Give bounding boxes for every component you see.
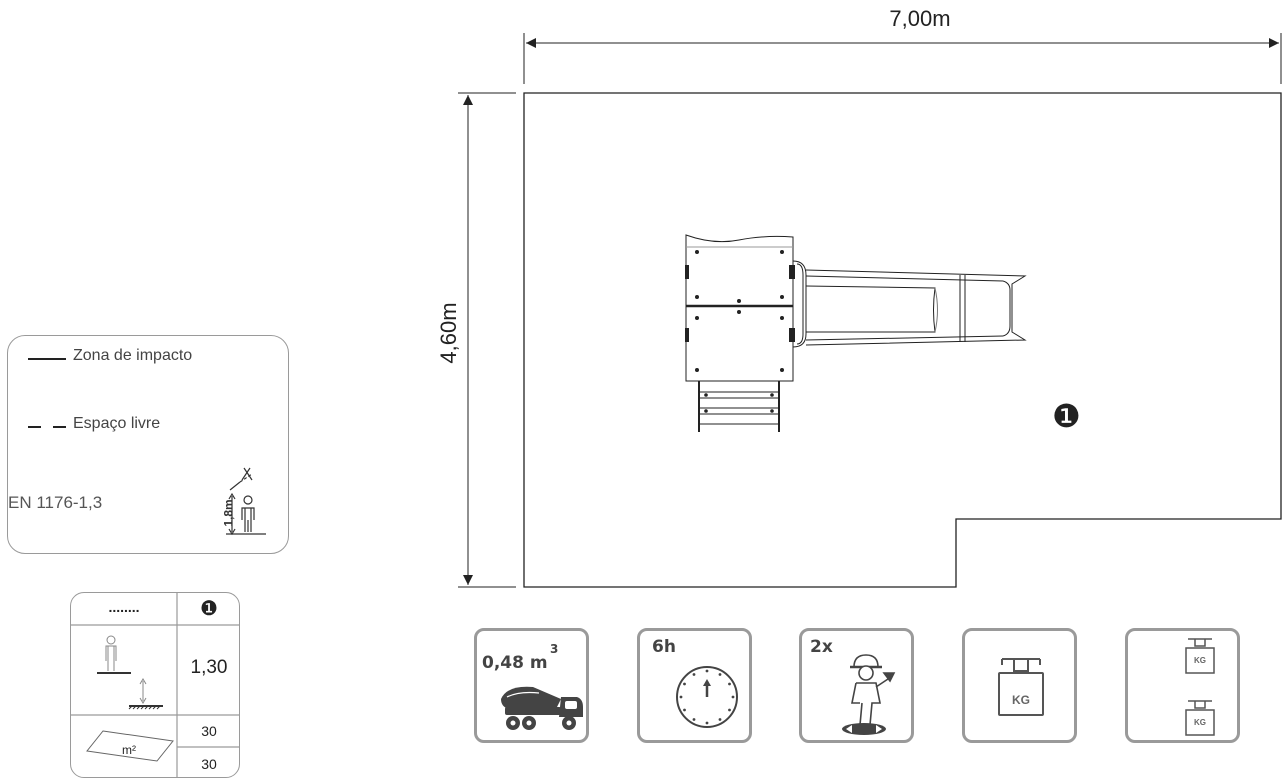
weight-label-top: KG — [1194, 656, 1206, 665]
width-dimension — [523, 33, 1282, 84]
free-space-dash-2 — [53, 426, 66, 428]
layout-drawing — [458, 33, 1282, 588]
impact-surface-table: ........ ❶ 1,30 m² 30 30 — [70, 592, 240, 778]
workers-card: 2x — [799, 628, 914, 743]
workers-value: 2x — [810, 637, 833, 657]
legend-impact-zone-label: Zona de impacto — [73, 347, 193, 364]
impact-zone-line-sample — [28, 358, 66, 360]
weight-label-bottom: KG — [1194, 718, 1206, 727]
width-dimension-label: 7,00m — [889, 6, 951, 31]
installation-time-value: 6h — [652, 637, 676, 657]
table-header-dots: ........ — [108, 599, 140, 615]
height-figure-label: 1,8m — [221, 499, 236, 527]
installation-time-card: 6h — [637, 628, 752, 743]
free-space-dash-1 — [28, 426, 41, 428]
table-header-marker: ❶ — [200, 596, 218, 620]
zone-marker: ❶ — [1052, 397, 1081, 435]
legend-norm-label: EN 1176-1,3 — [8, 493, 103, 512]
concrete-volume-card: 0,48 m 3 — [474, 628, 589, 743]
legend-free-space-label: Espaço livre — [73, 415, 161, 432]
clock-icon — [676, 666, 738, 728]
height-dimension — [458, 92, 516, 588]
area-value-2: 30 — [201, 756, 217, 772]
weight-label: KG — [1012, 693, 1030, 707]
impact-zone-outline — [523, 92, 1282, 588]
concrete-mixer-truck-icon — [501, 686, 583, 730]
playground-equipment — [685, 234, 1027, 432]
two-weights-icon — [1185, 638, 1215, 736]
weight-icon — [998, 658, 1044, 716]
legend-box: Zona de impacto Espaço livre EN 1176-1,3… — [7, 335, 289, 554]
double-weight-card: KG KG — [1125, 628, 1240, 743]
area-unit-label: m² — [122, 743, 136, 757]
height-dimension-label: 4,60m — [436, 302, 461, 364]
fall-height-value: 1,30 — [190, 657, 228, 678]
concrete-volume-value: 0,48 m — [482, 653, 548, 673]
worker-icon — [842, 654, 896, 735]
concrete-volume-exponent: 3 — [550, 642, 559, 656]
weight-card: KG — [962, 628, 1077, 743]
area-value-1: 30 — [201, 723, 217, 739]
table-grid — [71, 593, 239, 777]
free-height-person-icon — [226, 467, 266, 536]
